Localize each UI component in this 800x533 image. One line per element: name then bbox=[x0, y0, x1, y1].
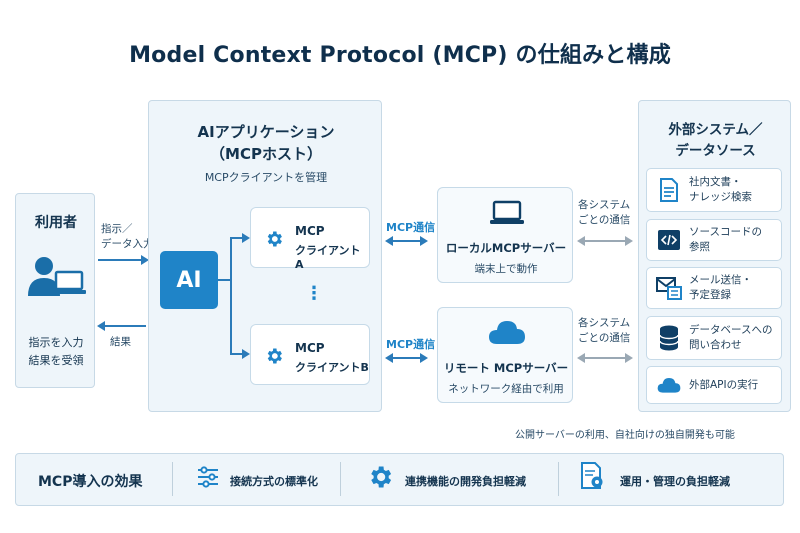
external-item-label: 外部APIの実行 bbox=[689, 378, 759, 391]
mcp-comm-label-top: MCP通信 bbox=[386, 221, 436, 234]
local-server-sub: 端末上で動作 bbox=[474, 263, 538, 275]
system-comm-arrow-top-line bbox=[584, 240, 626, 242]
footer-panel bbox=[15, 453, 784, 506]
result-arrow-head bbox=[97, 321, 105, 331]
gear-icon bbox=[264, 229, 284, 253]
footer-item3: 運用・管理の負担軽減 bbox=[620, 475, 730, 488]
system-comm-arrow-bottom-line bbox=[584, 357, 626, 359]
local-server-title: ローカルMCPサーバー bbox=[445, 241, 567, 255]
mcp-client-a: MCP クライアントA bbox=[250, 207, 370, 271]
host-subtitle: MCPクライアントを管理 bbox=[204, 171, 328, 184]
instruct-arrow-head bbox=[141, 255, 149, 265]
external-item-mail: メール送信・ 予定登録 bbox=[646, 267, 782, 309]
mcp-comm-arrow-top-line bbox=[392, 240, 422, 242]
note-text: 公開サーバーの利用、自社向けの独自開発も可能 bbox=[515, 430, 735, 441]
system-comm-arrow-bottom-left bbox=[577, 353, 585, 363]
mcp-comm-arrow-bottom-left bbox=[385, 353, 393, 363]
external-item-label: データベースへの 問い合わせ bbox=[689, 324, 773, 351]
laptop-icon bbox=[490, 200, 524, 230]
result-arrow-line bbox=[104, 325, 146, 327]
ai-box: AI bbox=[160, 251, 218, 309]
cloud-icon bbox=[653, 376, 685, 394]
client-b-arrow-head bbox=[242, 349, 250, 359]
mcp-comm-label-bottom: MCP通信 bbox=[386, 338, 436, 351]
external-item-label: メール送信・ 予定登録 bbox=[689, 274, 752, 301]
user-line1: 指示を入力 bbox=[28, 336, 84, 349]
instruct-label: 指示／ データ入力 bbox=[101, 223, 154, 250]
user-line2: 結果を受領 bbox=[28, 354, 84, 367]
user-panel: 利用者 指示を入力 結果を受領 bbox=[15, 193, 95, 388]
external-item-api: 外部APIの実行 bbox=[646, 366, 782, 404]
external-title-line1: 外部システム／ bbox=[668, 122, 763, 138]
instruct-arrow-line bbox=[98, 259, 142, 261]
footer-divider bbox=[172, 462, 173, 496]
external-title-line2: データソース bbox=[675, 143, 756, 159]
client-ellipsis: ⋮ bbox=[305, 283, 323, 304]
local-mcp-server: ローカルMCPサーバー 端末上で動作 bbox=[437, 187, 573, 283]
client-connector-vertical bbox=[230, 237, 232, 355]
page-title: Model Context Protocol (MCP) の仕組みと構成 bbox=[129, 43, 671, 68]
system-comm-label-bottom: 各システム ごとの通信 bbox=[578, 317, 631, 344]
system-comm-arrow-top-left bbox=[577, 236, 585, 246]
system-comm-arrow-top-right bbox=[625, 236, 633, 246]
external-item-code: ソースコードの 参照 bbox=[646, 219, 782, 261]
footer-divider bbox=[340, 462, 341, 496]
client-b-connector bbox=[230, 353, 244, 355]
mail-calendar-icon bbox=[653, 276, 685, 300]
external-item-label: ソースコードの 参照 bbox=[689, 226, 762, 253]
mcp-comm-arrow-bottom-line bbox=[392, 357, 422, 359]
host-title-line2: （MCPホスト） bbox=[210, 145, 322, 163]
footer-item1: 接続方式の標準化 bbox=[230, 475, 318, 488]
external-item-label: 社内文書・ ナレッジ検索 bbox=[689, 176, 752, 203]
ai-label: AI bbox=[176, 267, 202, 293]
footer-title: MCP導入の効果 bbox=[38, 474, 143, 490]
client-a-connector bbox=[230, 237, 244, 239]
cloud-icon bbox=[488, 318, 526, 350]
mcp-client-b: MCP クライアントB bbox=[250, 324, 370, 385]
remote-server-title: リモート MCPサーバー bbox=[443, 361, 569, 375]
client-a-line2: クライアントA bbox=[295, 244, 361, 271]
database-icon bbox=[653, 325, 685, 351]
gear-icon bbox=[366, 463, 394, 495]
remote-server-sub: ネットワーク経由で利用 bbox=[448, 383, 564, 395]
external-item-db: データベースへの 問い合わせ bbox=[646, 316, 782, 360]
document-settings-icon bbox=[580, 462, 606, 494]
result-label: 結果 bbox=[110, 336, 131, 348]
document-icon bbox=[653, 178, 685, 202]
remote-mcp-server: リモート MCPサーバー ネットワーク経由で利用 bbox=[437, 307, 573, 403]
mcp-comm-arrow-bottom-right bbox=[420, 353, 428, 363]
host-title-line1: AIアプリケーション bbox=[197, 123, 335, 141]
client-b-line2: クライアントB bbox=[295, 361, 369, 374]
gear-icon bbox=[264, 346, 284, 370]
user-title: 利用者 bbox=[35, 215, 77, 231]
mcp-comm-arrow-top-right bbox=[420, 236, 428, 246]
client-a-line1: MCP bbox=[295, 224, 325, 238]
footer-divider bbox=[558, 462, 559, 496]
system-comm-arrow-bottom-right bbox=[625, 353, 633, 363]
footer-item2: 連携機能の開発負担軽減 bbox=[405, 475, 526, 488]
client-b-line1: MCP bbox=[295, 341, 325, 355]
mcp-comm-arrow-top-left bbox=[385, 236, 393, 246]
external-item-docs: 社内文書・ ナレッジ検索 bbox=[646, 168, 782, 212]
code-icon bbox=[653, 229, 685, 251]
user-computer-icon bbox=[26, 252, 86, 300]
client-a-arrow-head bbox=[242, 233, 250, 243]
system-comm-label-top: 各システム ごとの通信 bbox=[578, 199, 631, 226]
sliders-icon bbox=[196, 465, 220, 493]
ai-connector bbox=[218, 279, 230, 281]
